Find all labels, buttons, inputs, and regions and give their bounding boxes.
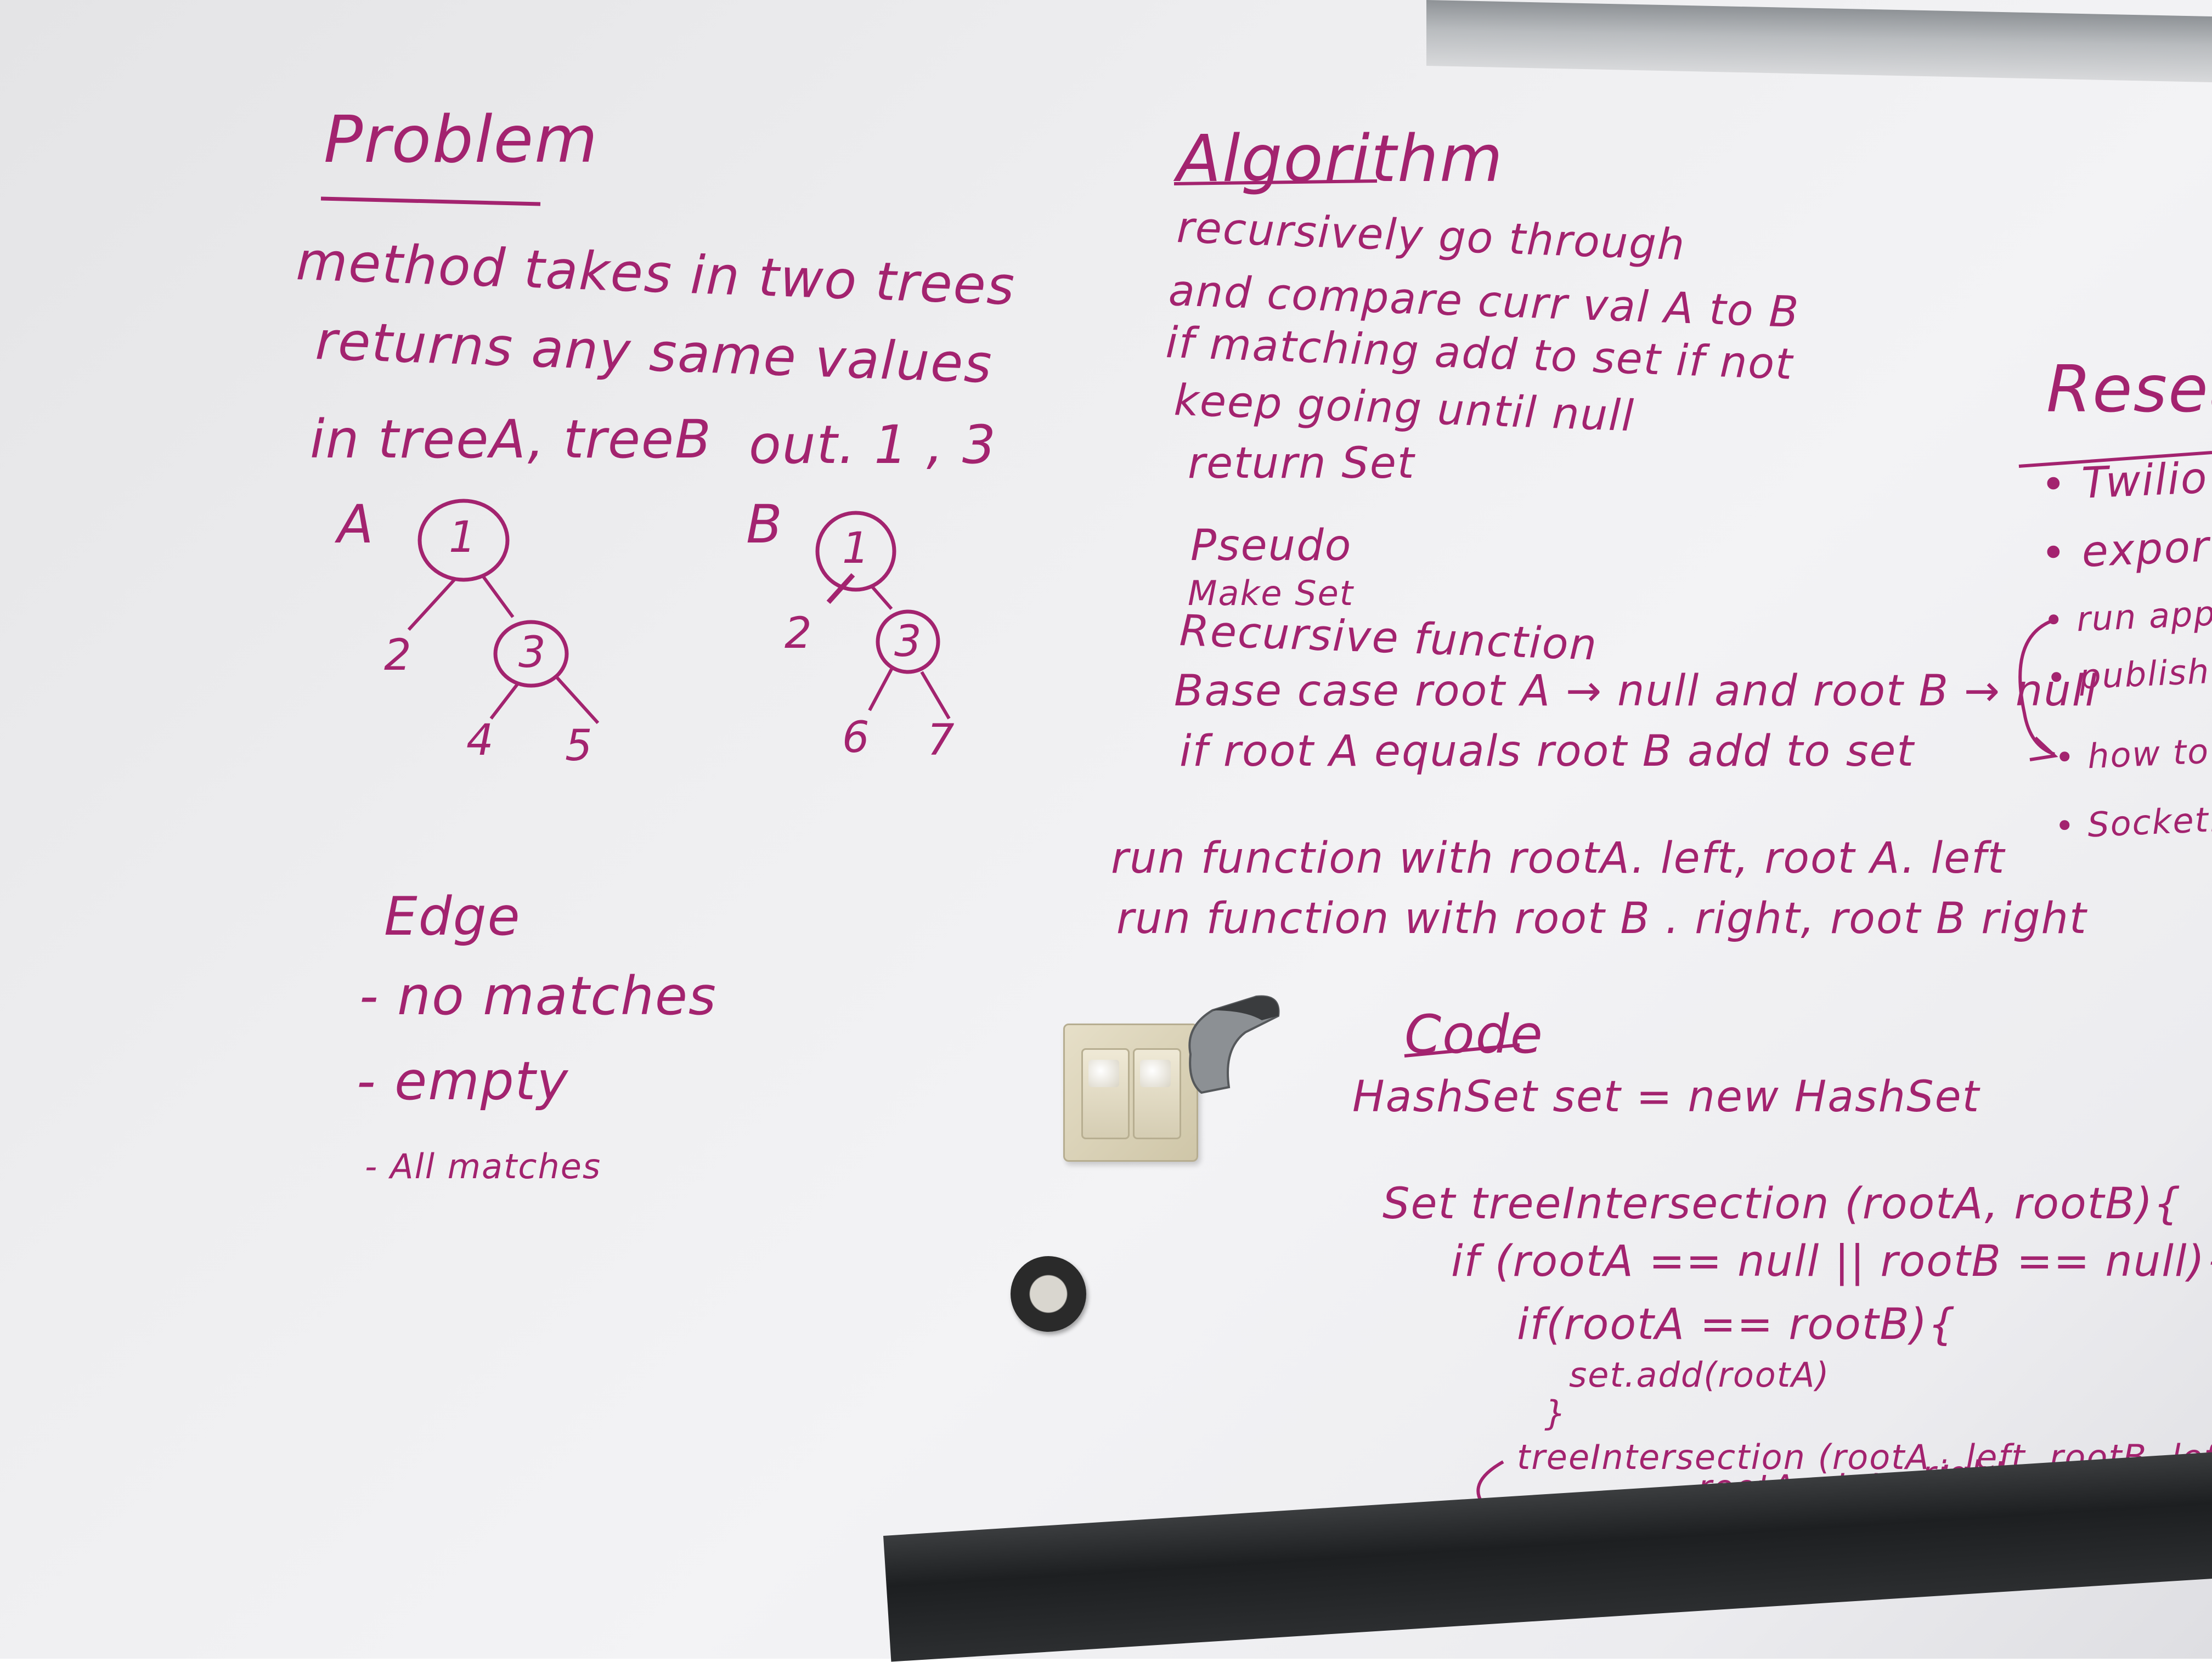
tree-b-right-value: 3: [894, 617, 923, 666]
problem-output: out. 1 , 3: [749, 414, 997, 476]
light-switch-right[interactable]: [1133, 1048, 1181, 1139]
problem-input: in treeA, treeB: [310, 409, 712, 470]
door-knob[interactable]: [1011, 1256, 1086, 1332]
code-line-2: Set treeIntersection (rootA, rootB){: [1383, 1179, 2182, 1229]
tree-b-edge-right: [871, 586, 893, 610]
tree-b-label: B: [746, 494, 783, 555]
tree-a-node-3: [493, 620, 569, 688]
edge-item-3: - All matches: [365, 1146, 602, 1186]
edge-item-2: - empty: [357, 1050, 569, 1112]
pseudo-line-1: Make Set: [1188, 573, 1355, 613]
pseudo-heading: Pseudo: [1190, 521, 1352, 570]
code-underline: [1404, 1043, 1520, 1058]
pseudo-line-4: if root A equals root B add to set: [1180, 727, 1915, 776]
code-line-4: if(rootA == rootB){: [1517, 1300, 1956, 1349]
algorithm-line-5: return Set: [1188, 439, 1415, 488]
tree-a-edge-rl: [489, 682, 520, 720]
tree-b-rl-value: 6: [842, 713, 871, 762]
tree-b-rr-value: 7: [927, 716, 956, 765]
tree-a-left-value: 2: [384, 631, 413, 680]
tree-b-node-3: [876, 609, 940, 674]
edge-heading: Edge: [384, 886, 521, 947]
tree-a-label: A: [337, 494, 375, 555]
research-bracket-arrow: [2018, 618, 2056, 756]
problem-heading: Problem: [324, 101, 599, 177]
light-switch-plate[interactable]: [1063, 1024, 1198, 1162]
tree-b-root-node: [815, 511, 896, 592]
code-heading: Code: [1404, 1004, 1544, 1065]
tree-a-edge-rr: [555, 676, 600, 725]
tree-a-rl-value: 4: [466, 716, 495, 765]
tree-a-right-value: 3: [518, 628, 547, 677]
duct-tape: [1188, 995, 1280, 1094]
tree-a-edge-left: [407, 577, 457, 631]
code-line-6: }: [1544, 1393, 1567, 1433]
tree-b-edge-rl: [868, 668, 893, 711]
algorithm-heading: Algorithm: [1177, 121, 1504, 196]
problem-underline: [320, 196, 541, 206]
research-heading: Researc: [2046, 351, 2212, 427]
tree-a-rr-value: 5: [565, 721, 594, 771]
tree-b-root-value: 1: [842, 524, 871, 573]
tree-a-edge-right: [481, 575, 515, 618]
tree-a-root-value: 1: [449, 513, 477, 562]
tree-b-edge-rr: [920, 671, 951, 720]
algorithm-underline: [1173, 179, 1378, 185]
tree-b-edge-left: [826, 573, 855, 604]
light-switch-left[interactable]: [1081, 1048, 1130, 1139]
code-line-3: if (rootA == null || rootB == null){: [1451, 1237, 2212, 1286]
tree-a-root-node: [417, 499, 510, 582]
motion-sensor-lens: [1088, 1060, 1119, 1087]
research-arrow-head: [2029, 736, 2058, 761]
research-item-1: • Twilio ☐: [2040, 451, 2212, 510]
pseudo-line-6: run function with root B . right, root B…: [1116, 894, 2087, 943]
code-line-5: set.add(rootA): [1569, 1355, 1830, 1395]
pseudo-line-5: run function with rootA. left, root A. l…: [1111, 834, 2006, 883]
motion-sensor-lens: [1140, 1060, 1171, 1087]
code-line-1: HashSet set = new HashSet: [1352, 1072, 1980, 1122]
edge-item-1: - no matches: [359, 965, 717, 1027]
research-underline: [2018, 451, 2212, 468]
pseudo-line-3: Base case root A → null and root B → nul…: [1174, 666, 2098, 716]
tree-b-left-value: 2: [785, 609, 813, 658]
